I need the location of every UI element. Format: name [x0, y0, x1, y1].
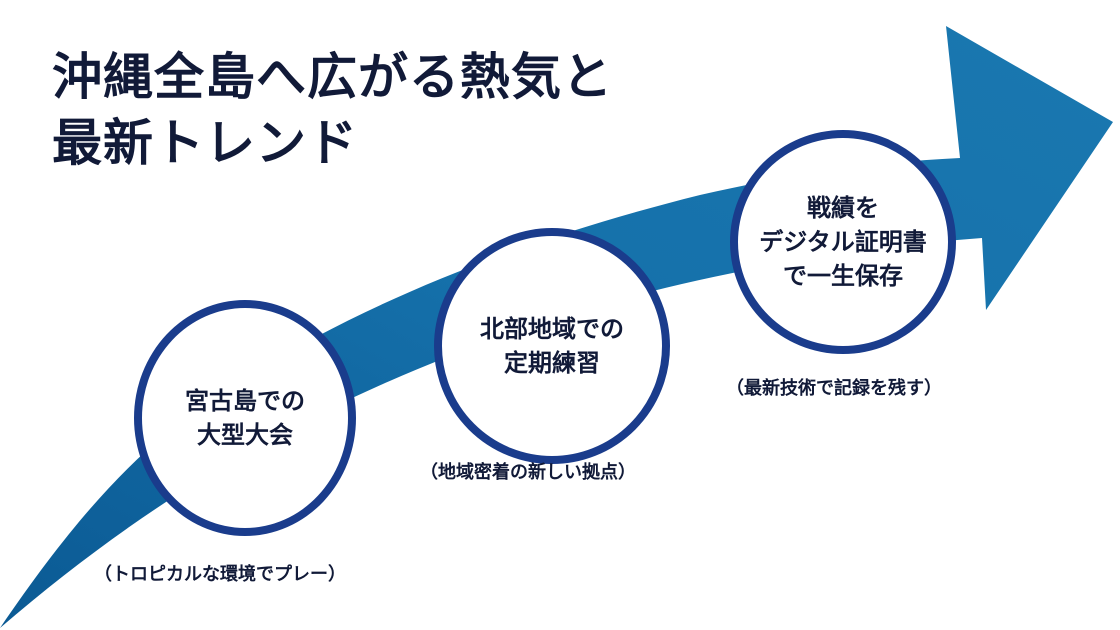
step-3-line-3: で一生保存 — [783, 262, 903, 290]
step-circle-digital: 戦績をデジタル証明書で一生保存 — [730, 130, 956, 354]
step-1-line-2: 大型大会 — [197, 421, 293, 449]
step-3-line-2: デジタル証明書 — [759, 228, 927, 256]
step-circle-miyako: 宮古島での大型大会 — [134, 300, 356, 536]
title-line-1: 沖縄全島へ広がる熱気と — [52, 48, 613, 106]
step-3-line-1: 戦績を — [807, 194, 879, 222]
step-2-caption: （地域密着の新しい拠点） — [420, 462, 636, 483]
step-2-line-2: 定期練習 — [504, 349, 600, 377]
step-3-caption: （最新技術で記録を残す） — [726, 378, 942, 399]
step-1-line-1: 宮古島での — [185, 387, 305, 415]
title-line-2: 最新トレンド — [52, 114, 358, 172]
step-circle-north: 北部地域での定期練習 — [434, 228, 670, 464]
page-title: 沖縄全島へ広がる熱気と 最新トレンド — [52, 44, 613, 176]
step-1-caption: （トロピカルな環境でプレー） — [94, 564, 346, 585]
step-2-line-1: 北部地域での — [480, 315, 624, 343]
